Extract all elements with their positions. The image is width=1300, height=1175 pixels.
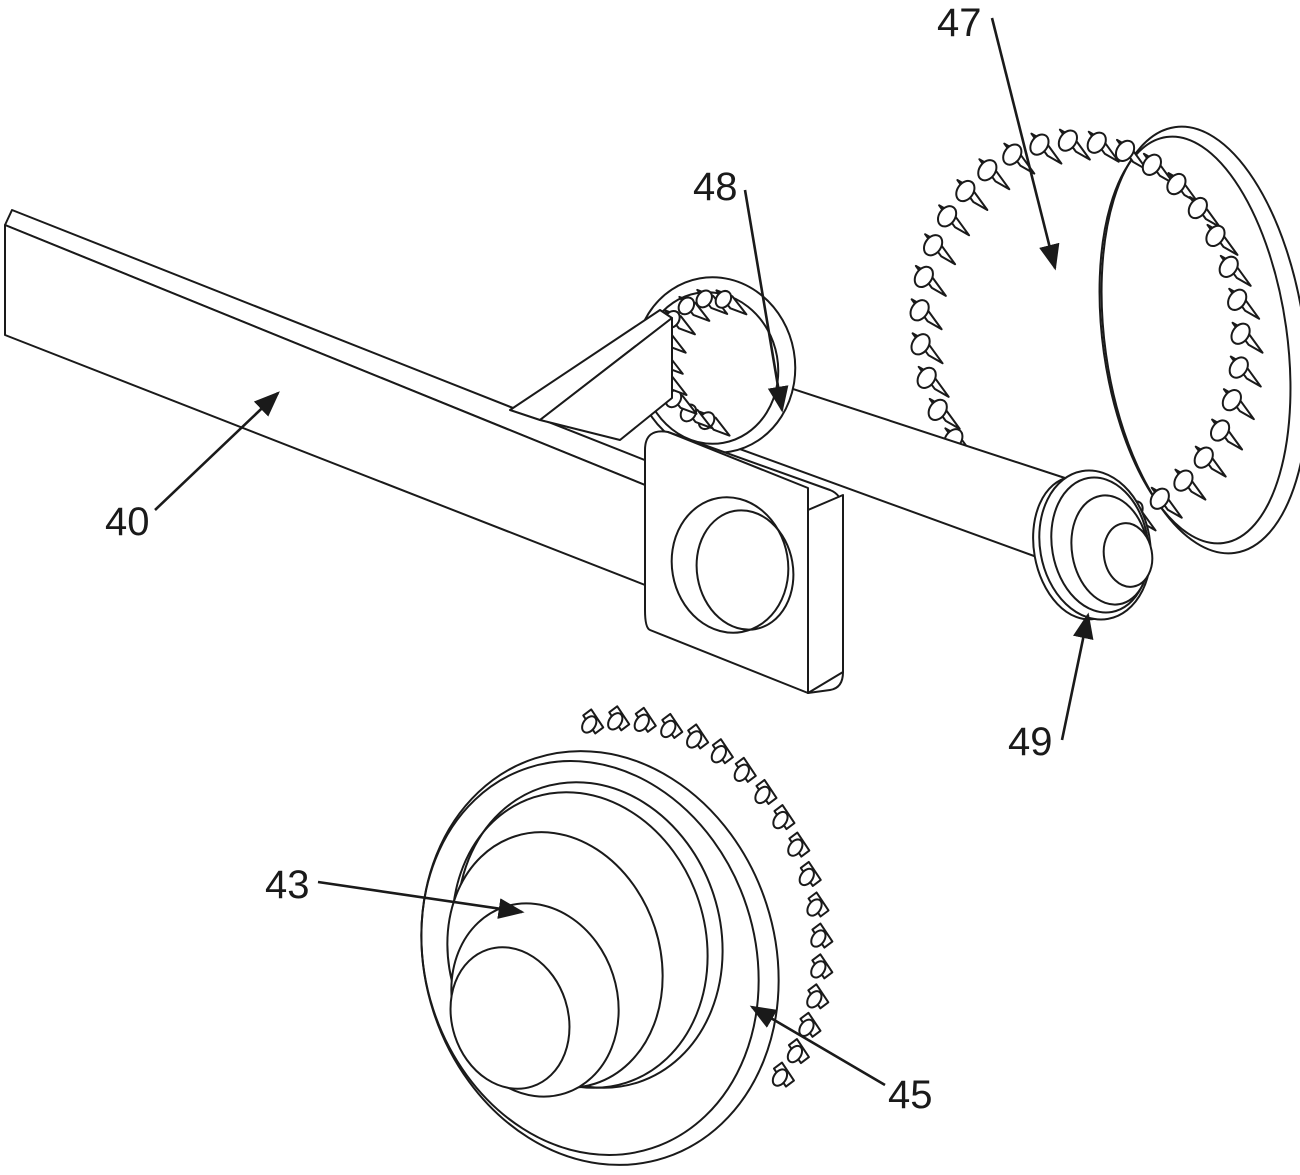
pin: [607, 705, 631, 732]
pin: [1205, 223, 1239, 256]
label-40: 40: [105, 500, 150, 544]
pin: [1228, 355, 1262, 388]
leaders: [154, 17, 1094, 1087]
pin: [1166, 172, 1200, 205]
pin: [1227, 287, 1261, 320]
pin: [798, 1011, 822, 1038]
label-47: 47: [937, 1, 982, 45]
pin: [771, 1061, 795, 1088]
pin: [1149, 486, 1183, 519]
pin: [806, 891, 830, 918]
pin: [786, 1038, 810, 1065]
pin: [910, 332, 944, 365]
pin: [798, 860, 822, 887]
pin: [1173, 468, 1207, 501]
pin: [787, 831, 811, 858]
pin: [660, 712, 684, 739]
pin: [977, 158, 1011, 191]
pin: [633, 706, 657, 733]
pin: [581, 708, 605, 735]
leader-48: [743, 189, 789, 413]
label-45: 45: [888, 1073, 933, 1117]
label-48: 48: [693, 165, 738, 209]
pin: [733, 756, 757, 783]
pin: [1230, 321, 1264, 354]
pin: [677, 295, 711, 322]
pin: [810, 922, 834, 949]
label-49: 49: [1008, 720, 1053, 764]
pin: [1002, 142, 1036, 175]
leader-43: [317, 880, 525, 919]
pin: [1218, 254, 1252, 287]
small-gear-disk: [633, 276, 797, 454]
pin: [1193, 445, 1227, 478]
leader-40: [154, 391, 280, 511]
leader-47: [990, 17, 1060, 271]
pin: [686, 723, 710, 750]
leader-45: [749, 1005, 886, 1087]
small-disk-pins: [651, 288, 748, 437]
pin: [1057, 128, 1091, 161]
pin: [810, 953, 834, 980]
pin: [1187, 196, 1221, 229]
pin: [710, 738, 734, 765]
arm-40: [4, 209, 844, 694]
leader-49: [1060, 612, 1094, 741]
hub-49: [1032, 469, 1154, 621]
pin: [1209, 418, 1244, 451]
pin: [955, 179, 989, 212]
gear-45-pins: [581, 705, 834, 1088]
hub-43: [446, 781, 724, 1098]
pin: [806, 983, 830, 1010]
pin: [714, 289, 748, 316]
pin: [927, 397, 961, 430]
pin: [772, 804, 796, 831]
pin: [936, 204, 971, 237]
pin: [1086, 130, 1120, 163]
pin: [1221, 388, 1255, 421]
pin: [1029, 132, 1063, 165]
label-43: 43: [265, 863, 310, 907]
pin: [909, 298, 943, 331]
pin: [916, 365, 950, 398]
pin: [922, 233, 957, 266]
pin: [754, 778, 778, 805]
pin: [913, 264, 947, 297]
pin: [1141, 152, 1175, 185]
